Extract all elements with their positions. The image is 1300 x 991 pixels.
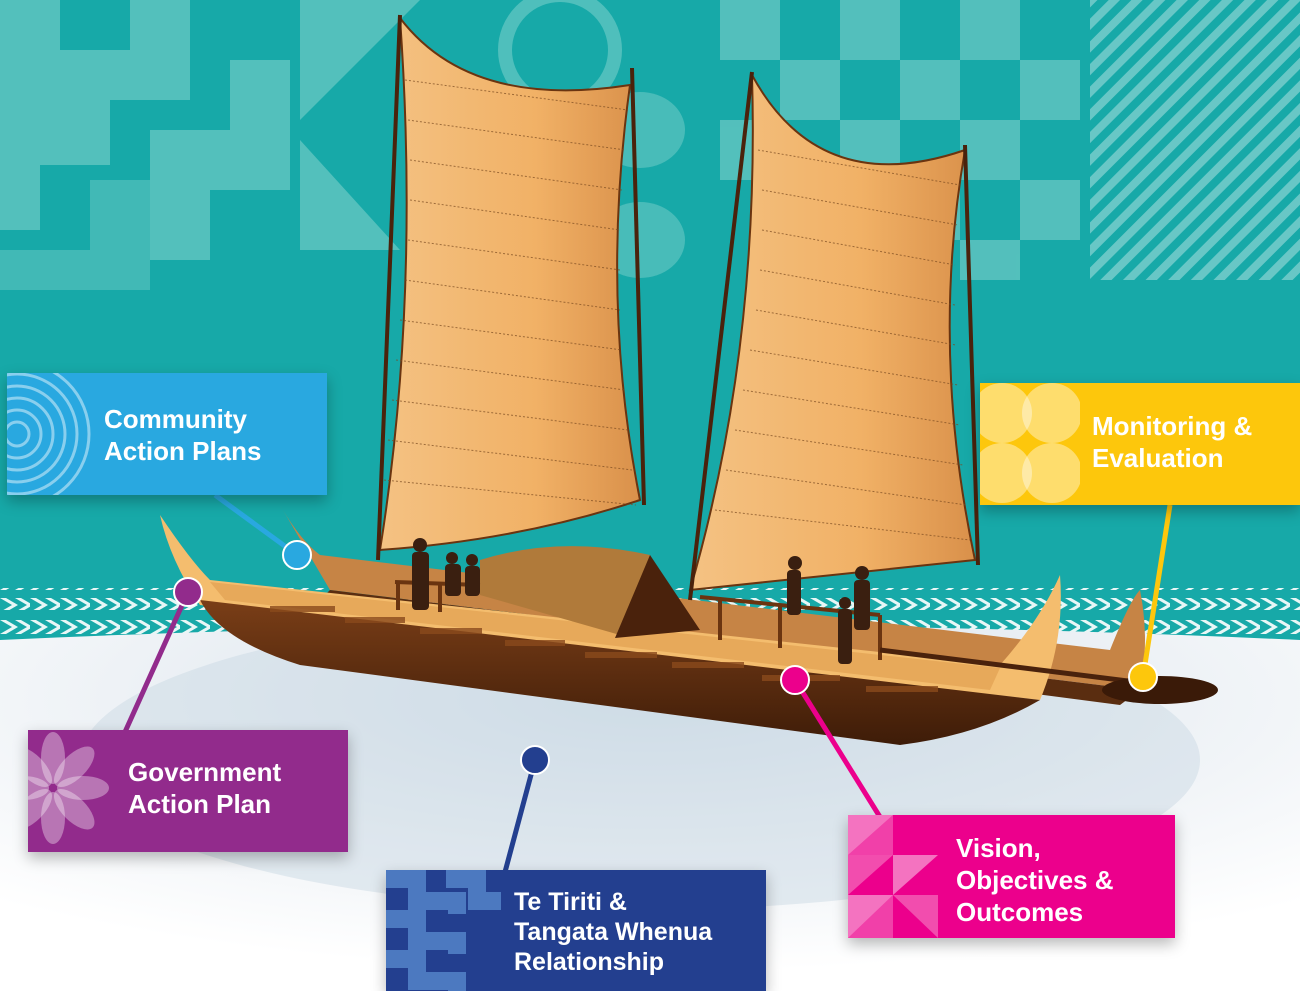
tiriti-label-line3: Relationship bbox=[514, 948, 665, 976]
flower-icon bbox=[28, 732, 109, 844]
triangles-icon bbox=[848, 815, 938, 938]
vision-label-line2: Objectives & bbox=[956, 865, 1114, 895]
rear-sail bbox=[376, 14, 646, 561]
monitoring-evaluation-label: Monitoring & Evaluation bbox=[980, 383, 1300, 505]
zigzag-steps-icon bbox=[386, 870, 501, 991]
teal-background bbox=[0, 0, 1300, 650]
government-label-line1: Government bbox=[128, 757, 282, 787]
circles-grid-icon bbox=[980, 383, 1080, 503]
main-hull bbox=[160, 515, 1218, 745]
government-label-line2: Action Plan bbox=[128, 789, 272, 819]
vision-label-line3: Outcomes bbox=[956, 897, 1084, 927]
tiriti-label-line1: Te Tiriti & bbox=[514, 888, 627, 916]
connector-tiriti bbox=[502, 745, 550, 873]
community-action-plans-label: Community Action Plans bbox=[7, 373, 327, 495]
connector-government bbox=[122, 577, 203, 734]
connector-community bbox=[213, 492, 312, 570]
government-action-plan-label: Government Action Plan bbox=[28, 730, 348, 852]
community-label-line2: Action Plans bbox=[104, 436, 262, 466]
connector-monitoring bbox=[1128, 504, 1173, 692]
vision-objectives-outcomes-label: Vision, Objectives & Outcomes bbox=[848, 815, 1175, 938]
monitoring-label-line1: Monitoring & bbox=[1092, 411, 1253, 441]
connector-vision bbox=[780, 665, 883, 819]
vision-label-line1: Vision, bbox=[956, 833, 1041, 863]
monitoring-label-line2: Evaluation bbox=[1092, 443, 1224, 473]
community-label-line1: Community bbox=[104, 404, 247, 434]
concentric-circles-icon bbox=[7, 373, 91, 495]
tiriti-label-line2: Tangata Whenua bbox=[514, 918, 713, 946]
te-tiriti-label: Te Tiriti & Tangata Whenua Relationship bbox=[386, 870, 766, 991]
front-sail bbox=[688, 71, 980, 601]
